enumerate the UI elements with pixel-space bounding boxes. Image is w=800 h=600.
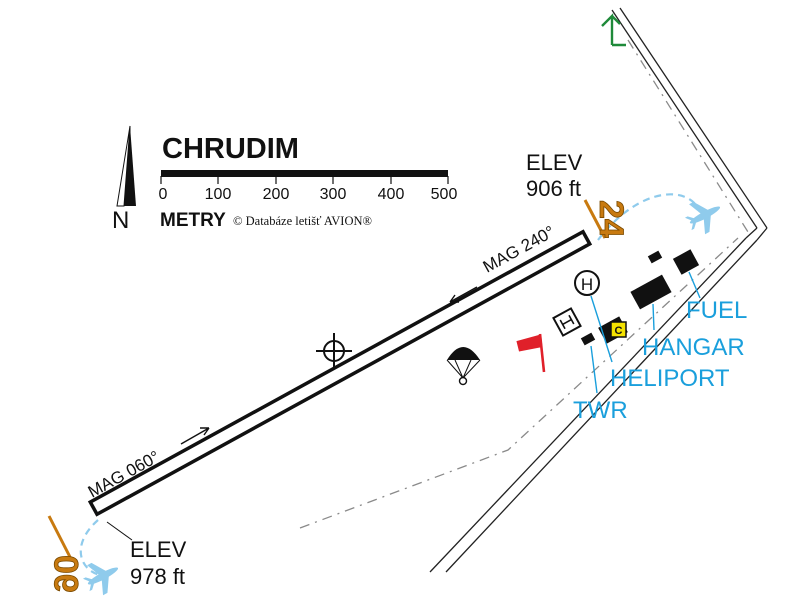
road-north-east-edge [619,7,768,229]
airport-reference-point-icon [316,333,352,369]
north-arrow-icon [116,125,136,207]
hangar-label: HANGAR [642,334,745,361]
taxi-route-sw [79,519,101,577]
copyright: © Databáze letišť AVION® [233,214,372,228]
customs-badge-label: C [615,325,623,337]
tower-leader [590,345,598,394]
boundary-line-north [627,39,749,233]
hangar-leader [652,303,655,331]
scale-tick-500: 500 [431,186,458,203]
helipad-square [552,307,582,337]
aircraft-icon-sw [82,562,119,596]
taxi-routes [79,193,702,577]
elev-ne-value: 906 ft [526,176,581,201]
heliport-icon: H [574,270,600,296]
road-south-west-edge [429,237,747,573]
heliport-symbol: H [581,275,593,294]
runway [87,229,593,517]
roads [429,7,768,573]
airport-title: CHRUDIM [162,133,299,165]
aircraft-icon [684,201,721,235]
road-bend-upper [745,227,758,239]
customs-badge-icon: C [610,321,627,338]
fuel-label: FUEL [686,297,747,324]
boundary-lines [299,39,749,529]
threshold-06-bar [47,515,72,558]
scale-tick-0: 0 [159,186,168,203]
heliport-leader [590,295,613,363]
elev-ne-label: ELEV [526,150,583,175]
fuel-building [672,249,700,275]
taxi-route-ne [597,193,702,241]
threshold-24: 24 [592,200,630,238]
label-leaders [590,271,701,394]
hangar-building [630,274,672,310]
small-building [647,250,663,264]
scale-tick-400: 400 [378,186,405,203]
scale-tick-200: 200 [263,186,290,203]
elev-sw-label: ELEV [130,537,187,562]
boundary-line-south [299,237,739,529]
elev-sw-value: 978 ft [130,564,185,589]
north-indicator-icon [601,13,626,47]
threshold-06: 06 [48,555,86,593]
elev-sw-leader [106,521,133,541]
scale-unit: METRY [160,210,226,231]
scale-tick-100: 100 [205,186,232,203]
threshold-24-bar [583,199,607,239]
arrow-240-icon [449,286,478,303]
heliport-label: HELIPORT [610,365,730,392]
tower-building [580,332,596,346]
fuel-leader [688,271,701,299]
parachute-icon [446,347,481,386]
arrow-060-icon [180,427,210,445]
road-bend-lower [756,227,768,241]
scale-tick-300: 300 [320,186,347,203]
road-south-east-edge [445,239,758,573]
scale-bar: 0 100 200 300 400 500 [159,170,458,203]
north-label: N [112,207,129,234]
tower-label: TWR [573,397,628,424]
buildings [580,249,700,346]
road-north-west-edge [611,9,758,229]
windsock-icon [516,333,546,373]
